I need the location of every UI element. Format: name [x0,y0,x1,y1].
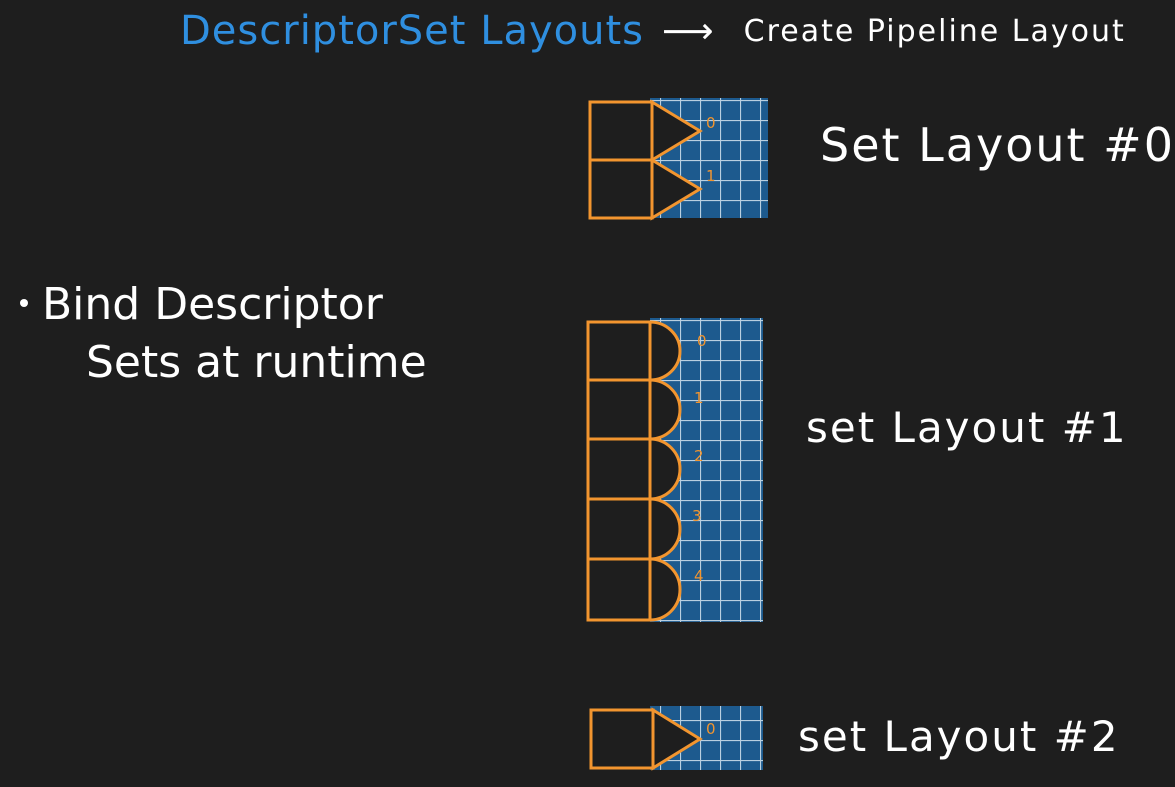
binding-index: 1 [706,167,716,185]
binding-slot [588,158,654,220]
binding-index: 1 [694,389,704,407]
bullet-line-2: Sets at runtime [86,337,427,388]
binding-slot [588,100,654,162]
binding-index: 0 [706,720,716,738]
binding-index: 3 [692,507,702,525]
bullet-dot-icon [20,299,28,307]
set-layout-2-group: 0 [589,706,763,771]
binding-slot [586,497,652,561]
arrow-right-icon: ⟶ [662,10,714,52]
set-layout-1-label: set Layout #1 [806,403,1128,452]
binding-index: 0 [697,332,707,350]
binding-slot [586,557,652,622]
binding-connector [648,437,682,501]
binding-connector [648,497,682,561]
binding-index: 0 [706,114,716,132]
bullet-line-1: Bind Descriptor [42,279,383,330]
set-layout-2-label: set Layout #2 [798,712,1120,761]
binding-connector [648,378,682,441]
binding-connector [651,707,703,771]
set-layout-1-group: 0 1 2 3 4 [586,318,763,622]
binding-connector [650,99,703,163]
set-layout-0-group: 0 1 [588,98,768,221]
binding-slot [586,378,652,441]
binding-index: 4 [694,567,704,585]
binding-slot [586,437,652,501]
set-layout-0-label: Set Layout #0 [820,118,1175,172]
binding-index: 2 [694,447,704,465]
page-title: DescriptorSet Layouts ⟶ Create Pipeline … [180,8,1126,54]
binding-connector [648,320,682,382]
bullet-note: Bind Descriptor Sets at runtime [20,276,427,392]
binding-slot [589,708,655,770]
binding-connector [648,557,682,622]
title-create-pipeline-layout: Create Pipeline Layout [743,13,1126,49]
binding-slot [586,320,652,382]
binding-connector [650,157,703,221]
title-descriptor-set-layouts: DescriptorSet Layouts [180,8,645,54]
